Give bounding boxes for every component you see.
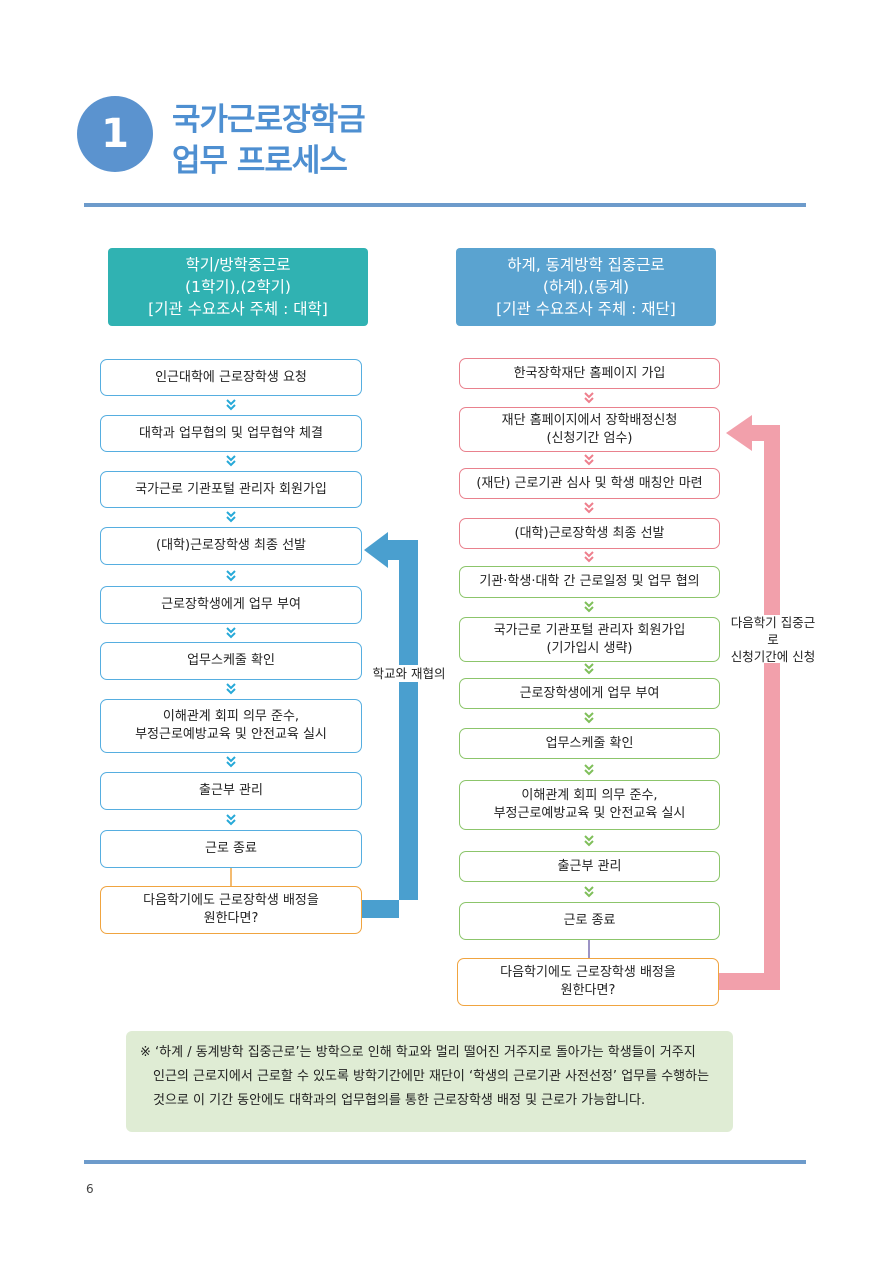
right-step-5: 기관·학생·대학 간 근로일정 및 업무 협의	[459, 566, 720, 598]
left-step-3-text: 국가근로 기관포털 관리자 회원가입	[135, 481, 327, 497]
left-step-2: 대학과 업무협의 및 업무협약 체결	[100, 415, 362, 452]
right-step-3-text: (재단) 근로기관 심사 및 학생 매칭안 마련	[476, 475, 703, 491]
right-question-line1: 다음학기에도 근로장학생 배정을	[500, 965, 676, 980]
chevron-down-icon	[226, 627, 236, 639]
chevron-down-icon	[584, 454, 594, 466]
left-step-7: 이해관계 회피 의무 준수, 부정근로예방교육 및 안전교육 실시	[100, 699, 362, 753]
right-loop-label-line1: 다음학기 집중근로	[730, 614, 816, 647]
chevron-down-icon	[584, 502, 594, 514]
left-step-3: 국가근로 기관포털 관리자 회원가입	[100, 471, 362, 508]
right-loop-arrow	[719, 415, 780, 990]
right-step-9-line2: 부정근로예방교육 및 안전교육 실시	[493, 806, 686, 821]
left-loop-label: 학교와 재협의	[372, 665, 446, 682]
right-step-2-line2: (신청기간 엄수)	[546, 430, 633, 446]
top-divider	[84, 203, 806, 207]
right-step-4-text: (대학)근로장학생 최종 선발	[514, 525, 665, 541]
left-step-2-text: 대학과 업무협의 및 업무협약 체결	[139, 425, 323, 441]
left-question-line2: 원한다면?	[203, 911, 259, 926]
right-header-line1: 하계, 동계방학 집중근로	[507, 256, 665, 274]
chevron-down-icon	[584, 663, 594, 675]
left-step-8: 출근부 관리	[100, 772, 362, 810]
bottom-divider	[84, 1160, 806, 1164]
left-header-line3: [기관 수요조사 주체 : 대학]	[148, 300, 328, 318]
chevron-down-icon	[584, 551, 594, 563]
right-step-6-line1: 국가근로 기관포털 관리자 회원가입	[493, 622, 686, 638]
left-step-7-line2: 부정근로예방교육 및 안전교육 실시	[135, 727, 327, 742]
right-step-10: 출근부 관리	[459, 851, 720, 882]
left-question-line1: 다음학기에도 근로장학생 배정을	[143, 893, 319, 908]
chevron-down-icon	[226, 570, 236, 582]
right-loop-label-line2: 신청기간에 신청	[730, 648, 816, 664]
right-step-1-text: 한국장학재단 홈페이지 가입	[513, 365, 666, 381]
chevron-down-icon	[584, 835, 594, 847]
left-column-header: 학기/방학중근로 (1학기),(2학기) [기관 수요조사 주체 : 대학]	[108, 248, 368, 326]
right-step-3: (재단) 근로기관 심사 및 학생 매칭안 마련	[459, 468, 720, 499]
chevron-down-icon	[584, 764, 594, 776]
right-step-7-text: 근로장학생에게 업무 부여	[519, 685, 660, 701]
chevron-down-icon	[584, 886, 594, 898]
left-step-4: (대학)근로장학생 최종 선발	[100, 527, 362, 565]
right-header-line2: (하계),(동계)	[542, 278, 630, 296]
right-step-11-text: 근로 종료	[563, 913, 616, 928]
chevron-down-icon	[226, 756, 236, 768]
right-step-2: 재단 홈페이지에서 장학배정신청 (신청기간 엄수)	[459, 407, 720, 452]
left-header-line2: (1학기),(2학기)	[185, 278, 291, 296]
right-step-1: 한국장학재단 홈페이지 가입	[459, 358, 720, 389]
page-title-line1: 국가근로장학금	[172, 102, 366, 138]
left-step-1-text: 인근대학에 근로장학생 요청	[155, 369, 307, 385]
chevron-down-icon	[226, 455, 236, 467]
chevron-down-icon	[584, 601, 594, 613]
chevron-down-icon	[584, 392, 594, 404]
section-number-badge: 1	[77, 96, 153, 172]
right-step-8: 업무스케줄 확인	[459, 728, 720, 759]
right-step-9-line1: 이해관계 회피 의무 준수,	[521, 788, 658, 803]
right-step-7: 근로장학생에게 업무 부여	[459, 678, 720, 709]
section-number: 1	[101, 111, 129, 157]
page-number: 6	[86, 1182, 94, 1196]
right-step-8-text: 업무스케줄 확인	[545, 735, 634, 751]
right-step-4: (대학)근로장학생 최종 선발	[459, 518, 720, 549]
chevron-down-icon	[226, 683, 236, 695]
right-step-10-text: 출근부 관리	[557, 858, 622, 874]
left-step-5-text: 근로장학생에게 업무 부여	[161, 597, 301, 612]
left-step-1: 인근대학에 근로장학생 요청	[100, 359, 362, 396]
right-step-5-text: 기관·학생·대학 간 근로일정 및 업무 협의	[479, 574, 700, 589]
footnote-line2: 인근의 근로지에서 근로할 수 있도록 방학기간에만 재단이 ‘학생의 근로기관…	[153, 1069, 710, 1084]
left-step-4-text: (대학)근로장학생 최종 선발	[156, 538, 306, 553]
chevron-down-icon	[226, 511, 236, 523]
left-step-6-text: 업무스케줄 확인	[187, 653, 275, 668]
right-header-line3: [기관 수요조사 주체 : 재단]	[496, 300, 676, 318]
left-header-line1: 학기/방학중근로	[185, 256, 291, 274]
page-title-line2: 업무 프로세스	[172, 143, 348, 179]
chevron-down-icon	[584, 712, 594, 724]
footnote-box: ※ ‘하계 / 동계방학 집중근로’는 방학으로 인해 학교와 멀리 떨어진 거…	[126, 1031, 733, 1132]
footnote-line1: ※ ‘하계 / 동계방학 집중근로’는 방학으로 인해 학교와 멀리 떨어진 거…	[140, 1045, 696, 1060]
right-question-line2: 원한다면?	[560, 983, 616, 998]
right-loop-label: 다음학기 집중근로 신청기간에 신청	[727, 614, 819, 664]
page-title: 국가근로장학금 업무 프로세스	[172, 100, 366, 182]
right-step-9: 이해관계 회피 의무 준수, 부정근로예방교육 및 안전교육 실시	[459, 780, 720, 830]
chevron-down-icon	[226, 399, 236, 411]
right-step-6-line2: (기가입시 생략)	[546, 640, 633, 656]
footnote-line3: 것으로 이 기간 동안에도 대학과의 업무협의를 통한 근로장학생 배정 및 근…	[153, 1093, 646, 1108]
left-step-6: 업무스케줄 확인	[100, 642, 362, 680]
left-loop-label-text: 학교와 재협의	[372, 666, 446, 681]
left-step-8-text: 출근부 관리	[199, 783, 263, 798]
left-loop-arrow	[362, 532, 418, 918]
left-step-9: 근로 종료	[100, 830, 362, 868]
chevron-down-icon	[226, 814, 236, 826]
left-step-9-text: 근로 종료	[205, 841, 257, 856]
left-question-box: 다음학기에도 근로장학생 배정을 원한다면?	[100, 886, 362, 934]
right-step-11: 근로 종료	[459, 902, 720, 940]
left-step-7-line1: 이해관계 회피 의무 준수,	[162, 709, 300, 724]
left-step-5: 근로장학생에게 업무 부여	[100, 586, 362, 624]
right-step-6: 국가근로 기관포털 관리자 회원가입 (기가입시 생략)	[459, 617, 720, 662]
right-column-header: 하계, 동계방학 집중근로 (하계),(동계) [기관 수요조사 주체 : 재단…	[456, 248, 716, 326]
right-question-box: 다음학기에도 근로장학생 배정을 원한다면?	[457, 958, 719, 1006]
right-step-2-line1: 재단 홈페이지에서 장학배정신청	[501, 412, 678, 428]
